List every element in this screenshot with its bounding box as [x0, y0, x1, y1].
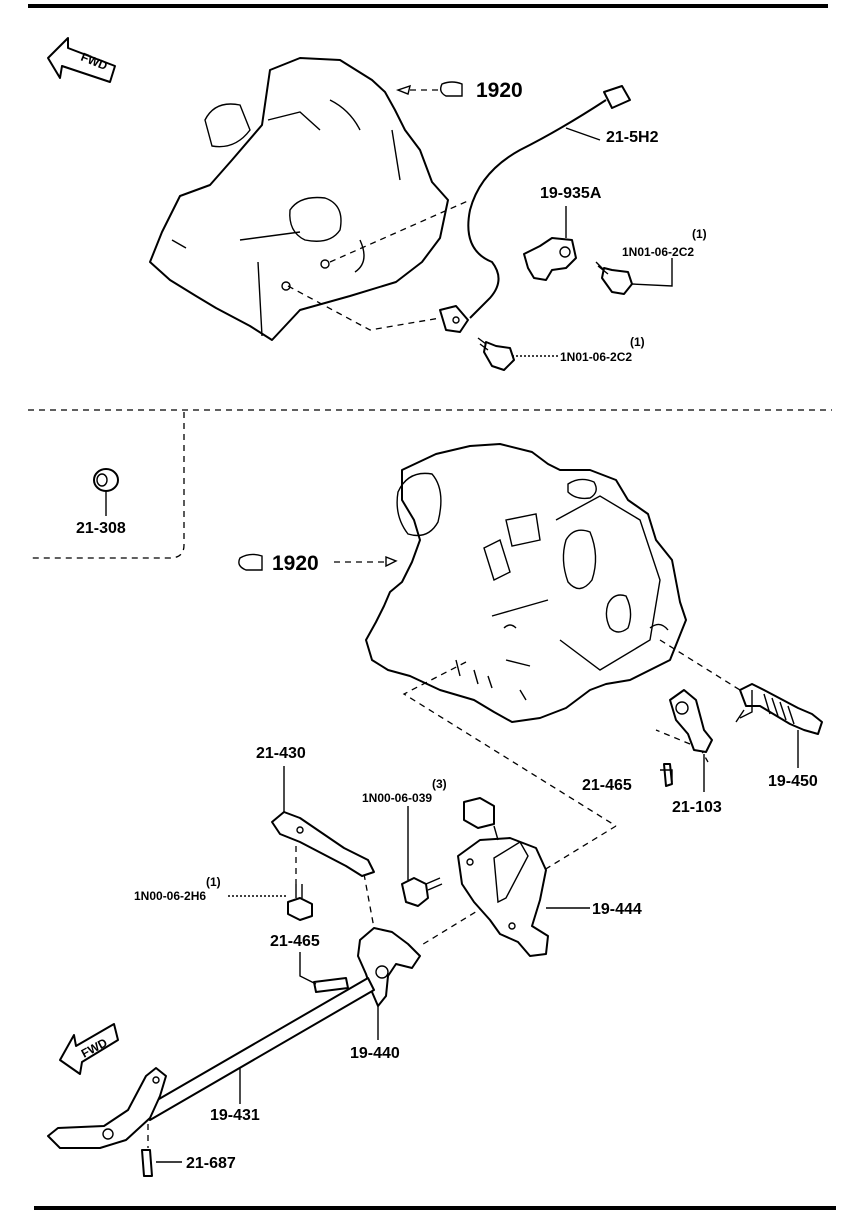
- manual-shaft-lever-21-103: [669, 689, 713, 753]
- leader-line: [565, 127, 601, 141]
- assembly-line: [402, 639, 741, 827]
- label-19-935A: 19-935A: [540, 185, 602, 202]
- bolt-icon: [287, 884, 313, 921]
- hand-pointer-icon: [238, 553, 263, 571]
- manual-shaft-19-431: [47, 977, 375, 1149]
- label-21-465-right: 21-465: [582, 777, 632, 794]
- label-21-103: 21-103: [672, 799, 722, 816]
- transmission-case-lower: [365, 443, 687, 723]
- leader-arrow: [395, 84, 411, 95]
- label-1N00-06-2H6: 1N00-06-2H6: [134, 889, 206, 903]
- hand-pointer-icon: [439, 81, 463, 97]
- assembly-line: [287, 199, 471, 331]
- label-21-430: 21-430: [256, 745, 306, 762]
- leader-line: [660, 769, 673, 782]
- label-21-5H2: 21-5H2: [606, 129, 659, 146]
- harness-clip-19-935A: [523, 237, 577, 281]
- pin-21-465-left: [313, 977, 349, 993]
- leader-arrow: [385, 555, 398, 568]
- qty-1N00-06-2H6: (1): [206, 875, 221, 889]
- assembly-line: [295, 825, 617, 947]
- qty-bolt-lower: (1): [630, 335, 645, 349]
- manual-plate-19-440: [357, 927, 421, 1007]
- transmission-case-upper: [149, 57, 449, 341]
- label-21-687: 21-687: [186, 1155, 236, 1172]
- bolt-icon: [477, 337, 515, 371]
- speed-sensor: [439, 305, 469, 333]
- label-19-450: 19-450: [768, 773, 818, 790]
- label-bolt-lower: 1N01-06-2C2: [560, 350, 632, 364]
- label-bolt-upper: 1N01-06-2C2: [622, 245, 694, 259]
- leader-line: [299, 952, 317, 985]
- fwd-arrow-icon: FWD: [59, 1023, 119, 1075]
- sensor-harness-21-5H2: [467, 85, 631, 319]
- qty-1N00-06-039: (3): [432, 777, 447, 791]
- neutral-switch-19-444: [457, 797, 549, 957]
- inset-boundary: [30, 412, 185, 559]
- fwd-arrow-icon: FWD: [47, 37, 116, 83]
- shift-cable-19-450: [735, 683, 823, 735]
- label-19-444: 19-444: [592, 901, 642, 918]
- label-21-308: 21-308: [76, 520, 126, 537]
- pin-21-465-right: [663, 763, 673, 787]
- ref-1920-top: 1920: [476, 79, 523, 102]
- bolt-icon: [401, 877, 443, 907]
- label-19-440: 19-440: [350, 1045, 400, 1062]
- label-1N00-06-039: 1N00-06-039: [362, 791, 432, 805]
- detent-spring-21-430: [271, 811, 375, 877]
- label-19-431: 19-431: [210, 1107, 260, 1124]
- qty-bolt-upper: (1): [692, 227, 707, 241]
- bolt-icon: [595, 261, 633, 295]
- pin-21-687: [141, 1149, 153, 1177]
- ref-1920-middle: 1920: [272, 552, 319, 575]
- leader-line: [631, 258, 673, 287]
- label-21-465-left: 21-465: [270, 933, 320, 950]
- seal-21-308: [93, 468, 119, 492]
